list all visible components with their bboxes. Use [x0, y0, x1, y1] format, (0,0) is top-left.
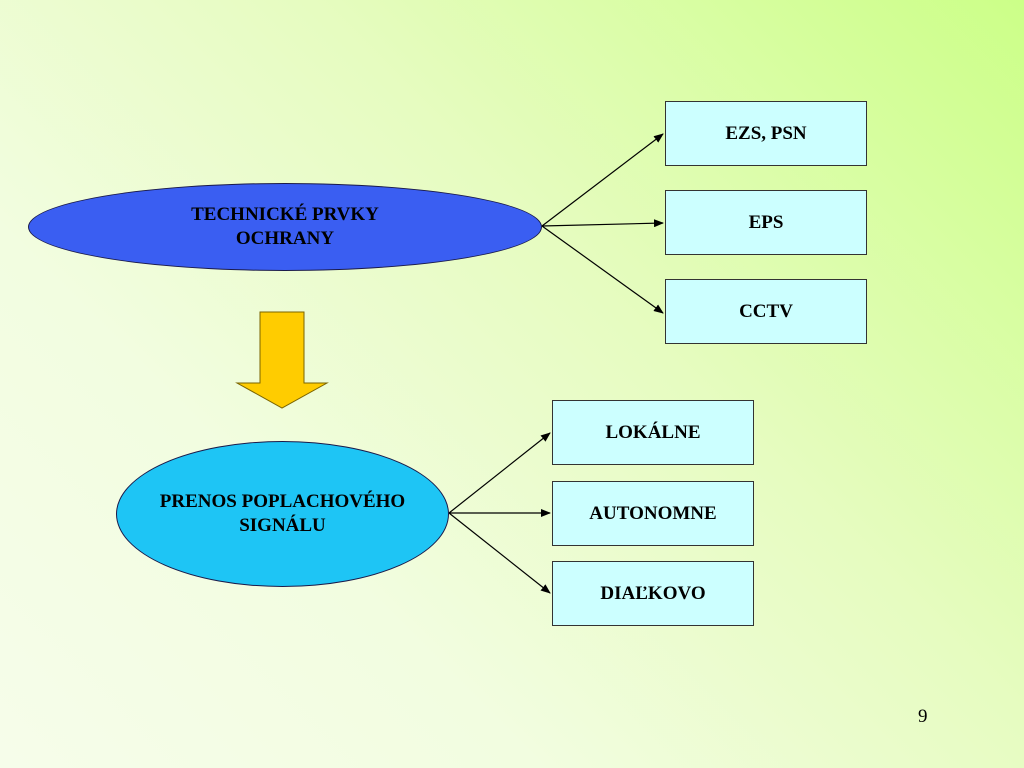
connector-top-to-eps	[541, 219, 664, 228]
box-autonomne: AUTONOMNE	[552, 481, 754, 546]
connector-bottom-to-dialkovo	[448, 512, 551, 594]
box-dialkovo: DIAĽKOVO	[552, 561, 754, 626]
box-eps: EPS	[665, 190, 867, 255]
down-arrow-icon	[235, 311, 329, 409]
page-number: 9	[918, 706, 928, 727]
connector-top-to-ezs	[541, 133, 664, 227]
node-top-line2: OCHRANY	[235, 228, 335, 249]
connector-bottom-to-lokalne	[448, 432, 551, 514]
box-cctv: CCTV	[665, 279, 867, 344]
connector-top-to-cctv	[541, 225, 664, 314]
node-bottom-line2: SIGNÁLU	[239, 515, 326, 536]
box-lokalne: LOKÁLNE	[552, 400, 754, 465]
node-top-line1: TECHNICKÉ PRVKY	[191, 204, 379, 225]
box-ezs-psn: EZS, PSN	[665, 101, 867, 166]
node-bottom-line1: PRENOS POPLACHOVÉHO	[159, 491, 406, 512]
node-prenos-poplachoveho-signalu: PRENOS POPLACHOVÉHO SIGNÁLU	[116, 441, 449, 587]
node-technicke-prvky-ochrany: TECHNICKÉ PRVKY OCHRANY	[28, 183, 542, 271]
